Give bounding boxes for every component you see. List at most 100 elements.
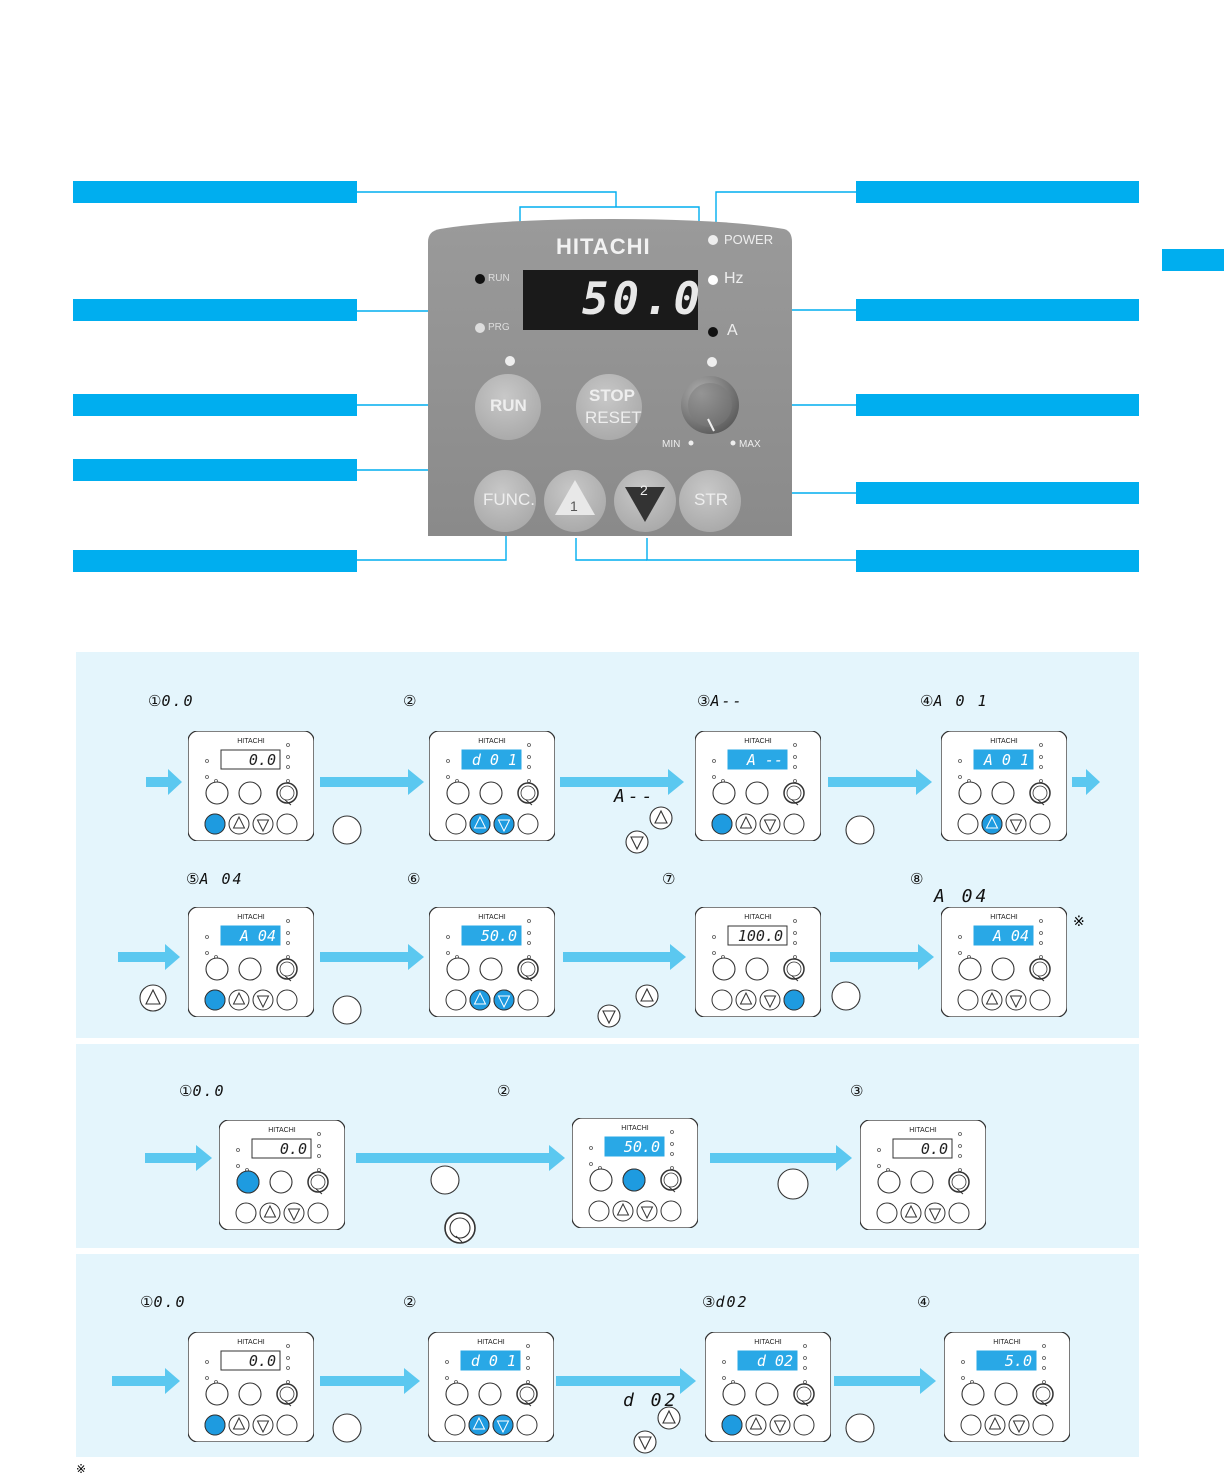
s2-step1-caption: ①0.0 <box>179 1082 226 1100</box>
run-key[interactable]: RUN <box>490 396 527 415</box>
mini-operator-panel: HITACHI 0.0 <box>188 731 314 841</box>
mini-key-highlight <box>981 813 1003 835</box>
mini-display-value: 50.0 <box>624 1138 660 1156</box>
s3-step2-caption: ② <box>403 1293 417 1311</box>
mini-key-highlight <box>469 989 491 1011</box>
hero-display-value: 50.0 <box>582 274 704 325</box>
mini-display-value: 5.0 <box>1005 1352 1032 1370</box>
mini-display <box>220 1350 281 1371</box>
mini-display <box>727 749 788 770</box>
mini-operator-panel: HITACHI d 02 <box>705 1332 831 1442</box>
mini-display <box>251 1138 312 1159</box>
mini-display <box>892 1138 953 1159</box>
mini-display-value: 0.0 <box>280 1140 307 1158</box>
mini-key-highlight <box>204 1414 226 1436</box>
mini-key-highlight <box>236 1170 260 1194</box>
str-key[interactable]: STR <box>694 490 728 509</box>
mini-display-value: 50.0 <box>481 927 517 945</box>
s1-step5-caption: ⑤A 04 <box>186 870 244 888</box>
s3-mid-label: d 02 <box>623 1390 679 1411</box>
callout-str-key <box>856 482 1139 504</box>
mini-brand: HITACHI <box>744 914 772 921</box>
mini-operator-panel: HITACHI 100.0 <box>695 907 821 1017</box>
func-key[interactable]: FUNC. <box>483 490 535 509</box>
reset-key-label[interactable]: RESET <box>585 408 642 427</box>
s1-step8-code: A 04 <box>934 886 990 907</box>
s3-step4-caption: ④ <box>917 1293 931 1311</box>
s1-step6-caption: ⑥ <box>407 870 421 888</box>
s1-step8-caption: ⑧ <box>910 870 924 888</box>
callout-up-down-keys <box>856 550 1139 572</box>
mini-display-value: 0.0 <box>249 751 276 769</box>
s1-mid-label: A-- <box>614 786 656 807</box>
mini-brand: HITACHI <box>237 1339 265 1346</box>
mini-key-highlight <box>721 1414 743 1436</box>
callout-run-prg-leds <box>73 299 357 321</box>
s3-step1-caption: ①0.0 <box>140 1293 187 1311</box>
up-key-number[interactable]: 1 <box>570 498 578 514</box>
mini-display <box>461 925 522 946</box>
mini-display-value: d 0 1 <box>472 751 517 769</box>
hero-operator-panel <box>428 219 792 536</box>
mini-brand: HITACHI <box>237 738 265 745</box>
mini-display-value: 0.0 <box>249 1352 276 1370</box>
mini-display-value: d 02 <box>757 1352 793 1370</box>
a-led-label: A <box>727 322 738 339</box>
mini-display <box>461 749 522 770</box>
mini-operator-panel: HITACHI A 0 1 <box>941 731 1067 841</box>
callout-run-key <box>73 394 357 416</box>
mini-display-value: d 0 1 <box>471 1352 516 1370</box>
mini-display <box>973 925 1034 946</box>
mini-display <box>604 1136 665 1157</box>
run-led-label: RUN <box>488 273 510 284</box>
mini-operator-panel: HITACHI 50.0 <box>572 1118 698 1228</box>
down-key-number[interactable]: 2 <box>640 482 648 498</box>
s1-step7-caption: ⑦ <box>662 870 676 888</box>
mini-brand: HITACHI <box>754 1339 782 1346</box>
mini-brand: HITACHI <box>909 1127 937 1134</box>
mini-brand: HITACHI <box>990 914 1018 921</box>
mini-display <box>976 1350 1037 1371</box>
mini-key-highlight <box>493 989 515 1011</box>
mini-brand: HITACHI <box>237 914 265 921</box>
prg-led-label: PRG <box>488 322 510 333</box>
callout-func-key <box>73 550 357 572</box>
mini-display-value: A -- <box>746 751 783 769</box>
mini-operator-panel: HITACHI 0.0 <box>188 1332 314 1442</box>
mini-operator-panel: HITACHI 50.0 <box>429 907 555 1017</box>
mini-brand: HITACHI <box>621 1125 649 1132</box>
mini-key-highlight <box>622 1168 646 1192</box>
mini-key-highlight <box>711 813 733 835</box>
s1-step2-caption: ② <box>403 692 417 710</box>
mini-display-value: 100.0 <box>738 927 783 945</box>
mini-display-value: A 0 1 <box>983 751 1029 769</box>
mini-brand: HITACHI <box>477 1339 505 1346</box>
mini-display <box>973 749 1034 770</box>
mini-display <box>727 925 788 946</box>
mini-key-highlight <box>468 1414 490 1436</box>
mini-brand: HITACHI <box>478 914 506 921</box>
callout-potentiometer <box>856 394 1139 416</box>
stop-key-label[interactable]: STOP <box>589 386 635 405</box>
mini-operator-panel: HITACHI A 04 <box>941 907 1067 1017</box>
s1-note-mark: ※ <box>1073 914 1085 930</box>
mini-operator-panel: HITACHI d 0 1 <box>428 1332 554 1442</box>
min-label: MIN <box>662 439 681 450</box>
s3-step3-caption: ③d02 <box>702 1293 749 1311</box>
power-led-label: POWER <box>724 232 774 247</box>
max-label: MAX <box>739 439 761 450</box>
hz-led-label: Hz <box>724 270 744 287</box>
mini-key-highlight <box>204 989 226 1011</box>
s1-step3-caption: ③A-- <box>697 692 744 710</box>
mini-brand: HITACHI <box>990 738 1018 745</box>
callout-display <box>73 181 357 203</box>
mini-display-value: A 04 <box>992 927 1029 945</box>
s2-step2-caption: ② <box>497 1082 511 1100</box>
mini-display <box>460 1350 521 1371</box>
